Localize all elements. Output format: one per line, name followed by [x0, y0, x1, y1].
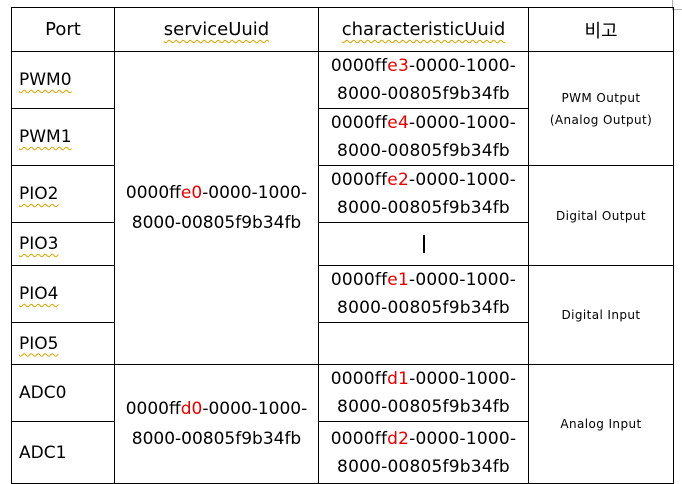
port-name: PWM0 — [19, 70, 72, 90]
char-uuid-line2: 8000-00805f9b34fb — [337, 397, 510, 417]
char-uuid-suffix: -0000-1000- — [408, 270, 517, 290]
char-uuid-highlight: e3 — [387, 56, 409, 76]
uuid-table: Port serviceUuid characteristicUuid 비고 P… — [11, 7, 674, 484]
char-uuid-line2: 8000-00805f9b34fb — [337, 198, 510, 218]
char-uuid-suffix: -0000-1000- — [409, 369, 517, 389]
service-uuid-line2: 8000-00805f9b34fb — [131, 429, 302, 449]
char-uuid-line2: 8000-00805f9b34fb — [337, 456, 510, 477]
table-row: PIO5 — [11, 322, 674, 365]
note-cell-analog-input[interactable]: Analog Input — [528, 364, 674, 484]
port-name: PIO5 — [19, 333, 59, 354]
header-service-uuid[interactable]: serviceUuid — [114, 7, 319, 52]
char-uuid-prefix: 0000ff — [330, 170, 388, 190]
note-cell-digital-input[interactable]: Digital Input — [528, 265, 674, 365]
header-service-uuid-text: serviceUuid — [163, 19, 270, 40]
char-uuid-highlight: e2 — [387, 170, 409, 190]
service-uuid-prefix: 0000ff — [125, 399, 181, 419]
note-pwm-line2: (Analog Output) — [549, 112, 653, 127]
characteristic-uuid-cell[interactable]: 0000ffe1-0000-1000- 8000-00805f9b34fb — [318, 265, 529, 323]
port-name: ADC1 — [19, 442, 67, 463]
note-cell-digital-output[interactable]: Digital Output — [528, 165, 674, 266]
port-name: ADC0 — [19, 383, 67, 403]
port-cell[interactable]: ADC1 — [11, 421, 115, 484]
text-cursor — [422, 235, 425, 253]
port-name: PIO3 — [19, 234, 59, 254]
characteristic-uuid-cell[interactable]: 0000ffe2-0000-1000- 8000-00805f9b34fb — [318, 165, 529, 223]
header-port[interactable]: Port — [11, 7, 115, 52]
char-uuid-suffix: -0000-1000- — [408, 113, 517, 133]
service-uuid-suffix: -0000-1000- — [202, 183, 308, 203]
char-uuid-highlight: e4 — [387, 113, 409, 133]
port-name: PWM1 — [19, 127, 72, 147]
header-note[interactable]: 비고 — [528, 7, 674, 52]
char-uuid-suffix: -0000-1000- — [408, 56, 517, 76]
table-row: PWM1 0000ffe4-0000-1000- 8000-00805f9b34… — [11, 108, 674, 166]
char-uuid-prefix: 0000ff — [330, 428, 388, 449]
header-characteristic-uuid[interactable]: characteristicUuid — [318, 7, 529, 52]
char-uuid-highlight: e1 — [387, 270, 409, 290]
port-cell[interactable]: PIO3 — [11, 222, 115, 266]
char-uuid-prefix: 0000ff — [330, 369, 388, 389]
service-uuid-highlight: e0 — [180, 183, 203, 203]
table-header-row: Port serviceUuid characteristicUuid 비고 — [11, 7, 674, 52]
note-cell-pwm[interactable]: PWM Output (Analog Output) — [528, 51, 674, 166]
table-row: PIO2 0000ffe2-0000-1000- 8000-00805f9b34… — [11, 165, 674, 266]
service-uuid-cell[interactable]: 0000ffd0-0000-1000- 8000-00805f9b34fb — [114, 364, 319, 484]
port-cell[interactable]: PWM1 — [11, 108, 115, 166]
port-name: PIO4 — [19, 284, 59, 304]
note-pwm-line1: PWM Output — [561, 90, 641, 105]
characteristic-uuid-cell[interactable]: 0000ffe3-0000-1000- 8000-00805f9b34fb — [318, 51, 529, 109]
characteristic-uuid-cell[interactable]: 0000ffe4-0000-1000- 8000-00805f9b34fb — [318, 108, 529, 166]
table-row: ADC0 0000ffd0-0000-1000- 8000-00805f9b34… — [11, 364, 674, 484]
char-uuid-line2: 8000-00805f9b34fb — [337, 141, 510, 161]
char-uuid-prefix: 0000ff — [330, 113, 388, 133]
characteristic-uuid-cell[interactable]: 0000ffd1-0000-1000- 8000-00805f9b34fb — [318, 364, 529, 422]
char-uuid-prefix: 0000ff — [330, 56, 388, 76]
char-uuid-highlight: d2 — [387, 428, 410, 449]
port-cell[interactable]: PIO4 — [11, 265, 115, 323]
table-row: ADC1 0000ffd2-0000-1000- 8000-00805f9b34… — [11, 421, 674, 484]
service-uuid-line2: 8000-00805f9b34fb — [131, 213, 302, 233]
char-uuid-line2: 8000-00805f9b34fb — [337, 298, 510, 318]
char-uuid-suffix: -0000-1000- — [408, 170, 517, 190]
port-cell[interactable]: PIO2 — [11, 165, 115, 223]
table-row: PIO4 0000ffe1-0000-1000- 8000-00805f9b34… — [11, 265, 674, 365]
header-characteristic-uuid-text: characteristicUuid — [341, 19, 506, 40]
characteristic-uuid-cell-empty[interactable] — [318, 222, 529, 266]
service-uuid-cell[interactable]: 0000ffe0-0000-1000- 8000-00805f9b34fb — [114, 51, 319, 365]
page-corner-mark — [672, 0, 682, 10]
characteristic-uuid-cell-empty[interactable] — [318, 322, 529, 365]
port-cell[interactable]: ADC0 — [11, 364, 115, 422]
char-uuid-line2: 8000-00805f9b34fb — [337, 84, 510, 104]
char-uuid-prefix: 0000ff — [330, 270, 388, 290]
characteristic-uuid-cell[interactable]: 0000ffd2-0000-1000- 8000-00805f9b34fb — [318, 421, 529, 484]
char-uuid-suffix: -0000-1000- — [409, 428, 517, 449]
port-cell[interactable]: PWM0 — [11, 51, 115, 109]
port-name: PIO2 — [19, 184, 59, 204]
table-row: PWM0 0000ffe0-0000-1000- 8000-00805f9b34… — [11, 51, 674, 365]
service-uuid-prefix: 0000ff — [125, 183, 181, 203]
service-uuid-highlight: d0 — [180, 399, 203, 419]
port-cell[interactable]: PIO5 — [11, 322, 115, 365]
service-uuid-suffix: -0000-1000- — [202, 399, 308, 419]
char-uuid-highlight: d1 — [387, 369, 410, 389]
